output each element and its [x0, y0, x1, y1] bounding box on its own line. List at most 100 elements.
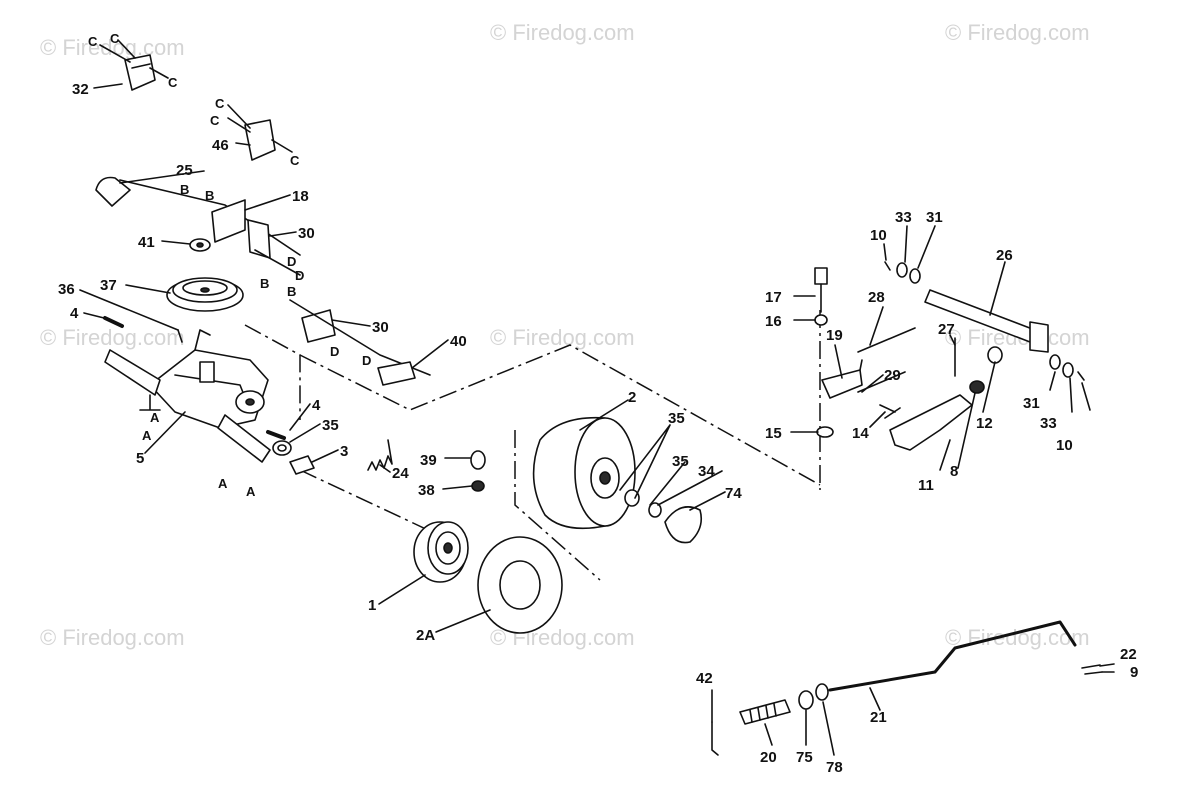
callout-35-right: 35: [668, 410, 685, 427]
callout-37: 37: [100, 277, 117, 294]
leader-lines: [79, 83, 1115, 756]
pin-10-top: [884, 261, 891, 271]
ref-tag-b: B: [287, 284, 296, 299]
ref-tag-a: A: [142, 428, 152, 443]
callout-35-hub: 35: [672, 453, 689, 470]
callout-3: 3: [340, 443, 348, 460]
ref-tag-a: A: [150, 410, 160, 425]
callout-2a: 2A: [416, 627, 435, 644]
cross-shaft-26: [924, 289, 1049, 353]
callout-21: 21: [870, 709, 887, 726]
callout-34: 34: [698, 463, 715, 480]
pedal-11: [889, 394, 973, 451]
callout-11: 11: [918, 477, 934, 494]
callout-35-left: 35: [322, 417, 339, 434]
ref-tag-a: A: [246, 484, 256, 499]
ref-tag-a: A: [218, 476, 228, 491]
washer-34: [648, 502, 662, 518]
ref-tag-d: D: [362, 353, 371, 368]
callout-30-top: 30: [298, 225, 315, 242]
ref-tag-c: C: [88, 34, 98, 49]
rod-28: [857, 327, 916, 353]
callout-32: 32: [72, 81, 89, 98]
cable-25: [95, 176, 301, 256]
callout-27: 27: [938, 321, 955, 338]
bracket-32: [99, 39, 169, 91]
callout-38: 38: [418, 482, 435, 499]
ref-tag-c: C: [110, 31, 120, 46]
callout-39: 39: [420, 452, 437, 469]
callout-42: 42: [696, 670, 713, 687]
bolt-17: [814, 267, 828, 313]
watermarks: © Firedog.com © Firedog.com © Firedog.co…: [40, 20, 1090, 650]
fitting-38: [471, 480, 485, 492]
pin-4-left: [103, 316, 124, 328]
bracket-18: [211, 199, 301, 276]
washer-15: [816, 426, 834, 438]
callout-15: 15: [765, 425, 782, 442]
ref-tag-b: B: [260, 276, 269, 291]
nut-16: [814, 314, 828, 326]
wheel-2: [532, 416, 636, 530]
centerline: [514, 430, 601, 581]
ref-tag-b: B: [205, 188, 214, 203]
ref-tag-d: D: [287, 254, 296, 269]
callout-1: 1: [368, 597, 376, 614]
washer-31-bottom: [1049, 354, 1061, 370]
callout-18: 18: [292, 188, 309, 205]
ref-tag-c: C: [290, 153, 300, 168]
ref-tag-d: D: [295, 268, 304, 283]
callout-28: 28: [868, 289, 885, 306]
bushing-8: [969, 380, 985, 394]
callout-36: 36: [58, 281, 75, 298]
washer-75: [798, 690, 814, 710]
nut-41: [189, 238, 211, 252]
callout-31-bottom: 31: [1023, 395, 1040, 412]
watermark-text: © Firedog.com: [40, 325, 185, 350]
rod-21: [828, 620, 1077, 692]
fitting-39: [470, 450, 486, 470]
tire-2a: [477, 536, 563, 634]
pin-14: [879, 404, 901, 419]
watermark-text: © Firedog.com: [40, 625, 185, 650]
callout-10-bottom: 10: [1056, 437, 1073, 454]
centerline: [299, 344, 821, 486]
spring-24: [367, 439, 393, 471]
pulley-37: [166, 277, 244, 312]
bracket-30-lower: [289, 299, 431, 376]
callout-5: 5: [136, 450, 144, 467]
washer-31-top: [909, 268, 921, 284]
callout-2: 2: [628, 389, 636, 406]
ref-tag-b: B: [180, 182, 189, 197]
hub-1: [413, 521, 469, 583]
callout-19: 19: [826, 327, 843, 344]
callout-10-top: 10: [870, 227, 887, 244]
reference-tags: C C C C C C B B B B D D D D A A A A: [88, 31, 371, 499]
callout-20: 20: [760, 749, 777, 766]
part-callouts: 32 32 46 25 18 30 41 37 36 4 30 40 4 35 …: [58, 81, 1137, 776]
callout-25: 25: [176, 162, 193, 179]
washer-33-bottom: [1062, 362, 1074, 378]
bracket-46: [227, 104, 293, 161]
washer-35-right: [624, 489, 640, 507]
ref-tag-c: C: [215, 96, 225, 111]
pin-4-right: [266, 430, 286, 440]
spring-20: [739, 699, 791, 725]
callout-14: 14: [852, 425, 869, 442]
callout-31-top: 31: [926, 209, 943, 226]
cap-74: [664, 506, 703, 544]
washer-78: [815, 683, 829, 701]
callout-16: 16: [765, 313, 782, 330]
bushing-12: [987, 346, 1003, 364]
ref-tag-c: C: [210, 113, 220, 128]
callout-40: 40: [450, 333, 467, 350]
callout-8: 8: [950, 463, 958, 480]
ref-tag-c: C: [168, 75, 178, 90]
bracket-19: [821, 359, 863, 399]
callout-9: 9: [1130, 664, 1138, 681]
callout-24: 24: [392, 465, 409, 482]
callout-33-bottom: 33: [1040, 415, 1057, 432]
clip-40: [377, 361, 416, 386]
